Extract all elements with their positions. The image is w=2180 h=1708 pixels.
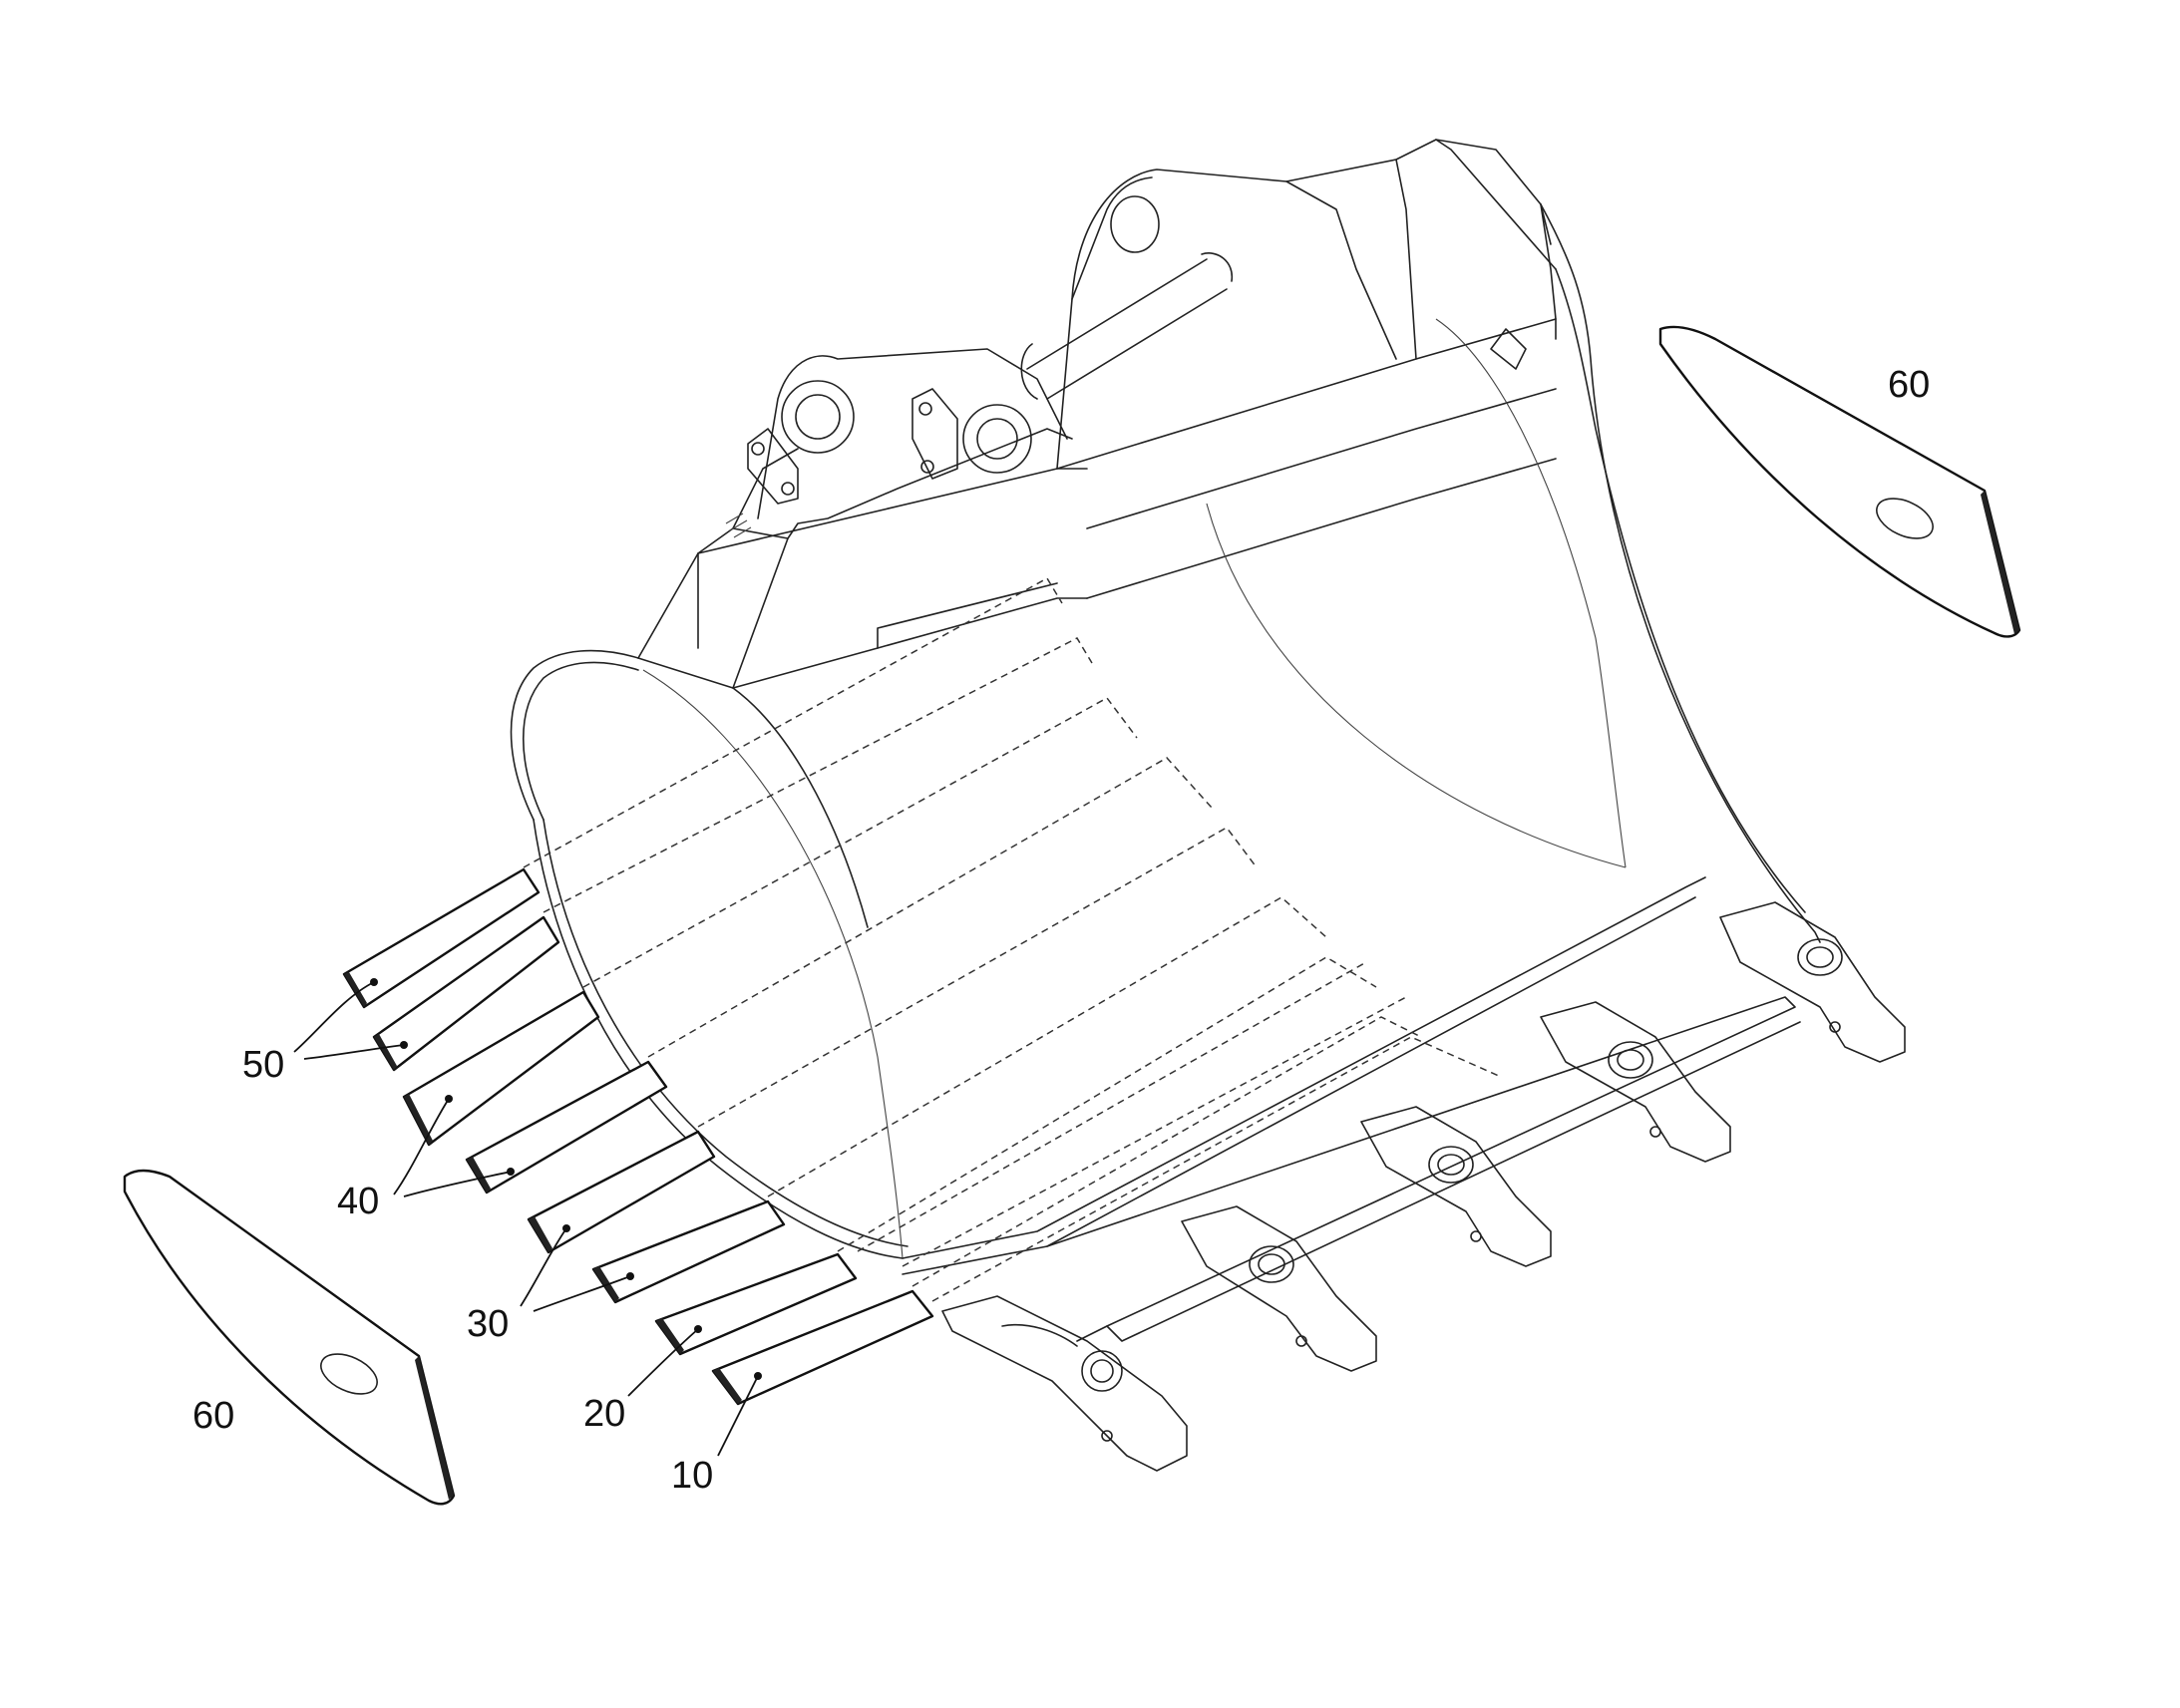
liner-plate-20	[654, 1252, 858, 1356]
label-60-right: 60	[1888, 364, 1930, 406]
label-20: 20	[583, 1393, 625, 1435]
label-40: 40	[337, 1181, 379, 1222]
liner-plates	[342, 867, 934, 1406]
bucket-teeth	[941, 901, 1906, 1472]
label-30: 30	[467, 1303, 509, 1345]
label-60-left: 60	[192, 1395, 234, 1437]
hidden-liner-lines	[523, 576, 1502, 1302]
side-plate-60-left	[123, 1169, 456, 1506]
liner-plate-40b	[465, 1060, 668, 1195]
excavator-bucket	[510, 139, 1821, 1342]
liner-plate-10	[711, 1289, 934, 1406]
liner-plate-50a	[342, 867, 541, 1009]
label-50: 50	[242, 1044, 284, 1086]
side-plate-60-right	[1658, 325, 2021, 638]
reference-numerals: 50 40 30 20 10 60 60	[192, 364, 1930, 1497]
leader-lines	[293, 981, 759, 1457]
label-10: 10	[671, 1455, 713, 1497]
liner-plate-30a	[527, 1130, 716, 1254]
liner-plate-50b	[372, 915, 560, 1072]
